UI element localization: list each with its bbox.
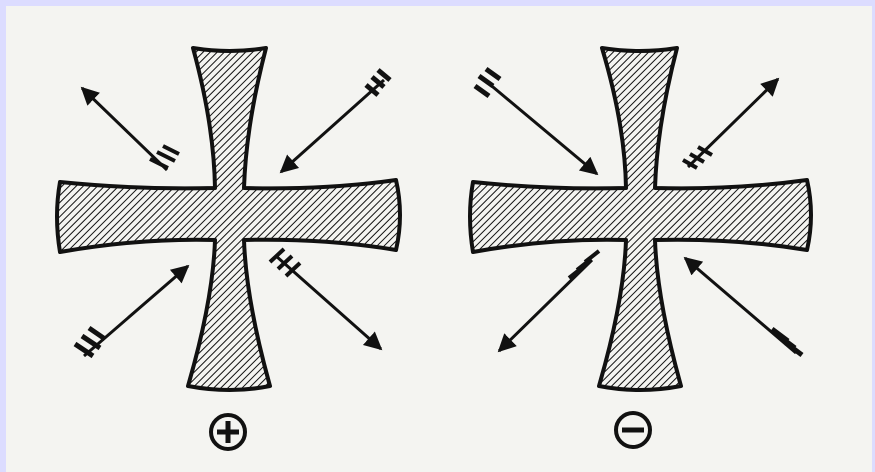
negative-arrow-top-right: [683, 79, 778, 168]
positive-arrow-bottom-left: [75, 266, 188, 356]
minus-circle-icon: [616, 413, 650, 447]
positive-arrow-bottom-right: [270, 249, 381, 349]
positive-panel: [57, 48, 400, 449]
negative-cross: [470, 48, 811, 390]
positive-arrow-top-left: [82, 88, 179, 170]
negative-arrow-bottom-left: [499, 251, 599, 351]
negative-panel: [470, 48, 811, 447]
positive-cross: [57, 48, 400, 390]
negative-arrow-top-left: [475, 69, 597, 174]
plus-circle-icon: [211, 415, 245, 449]
positive-arrow-top-right: [281, 70, 390, 172]
negative-arrow-bottom-right: [685, 258, 802, 355]
